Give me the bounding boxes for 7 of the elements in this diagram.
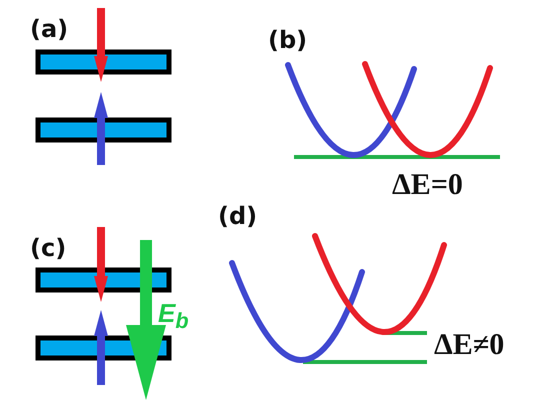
energy-difference-label: ΔE=0 bbox=[392, 170, 463, 200]
panel-label: (a) bbox=[30, 17, 68, 41]
panel-label: (b) bbox=[268, 28, 308, 52]
panel-label: (c) bbox=[30, 236, 66, 260]
field-label: E$_{b}$ bbox=[158, 300, 189, 332]
panel-label: (d) bbox=[218, 204, 258, 228]
energy-difference-label: ΔE≠0 bbox=[434, 330, 504, 360]
